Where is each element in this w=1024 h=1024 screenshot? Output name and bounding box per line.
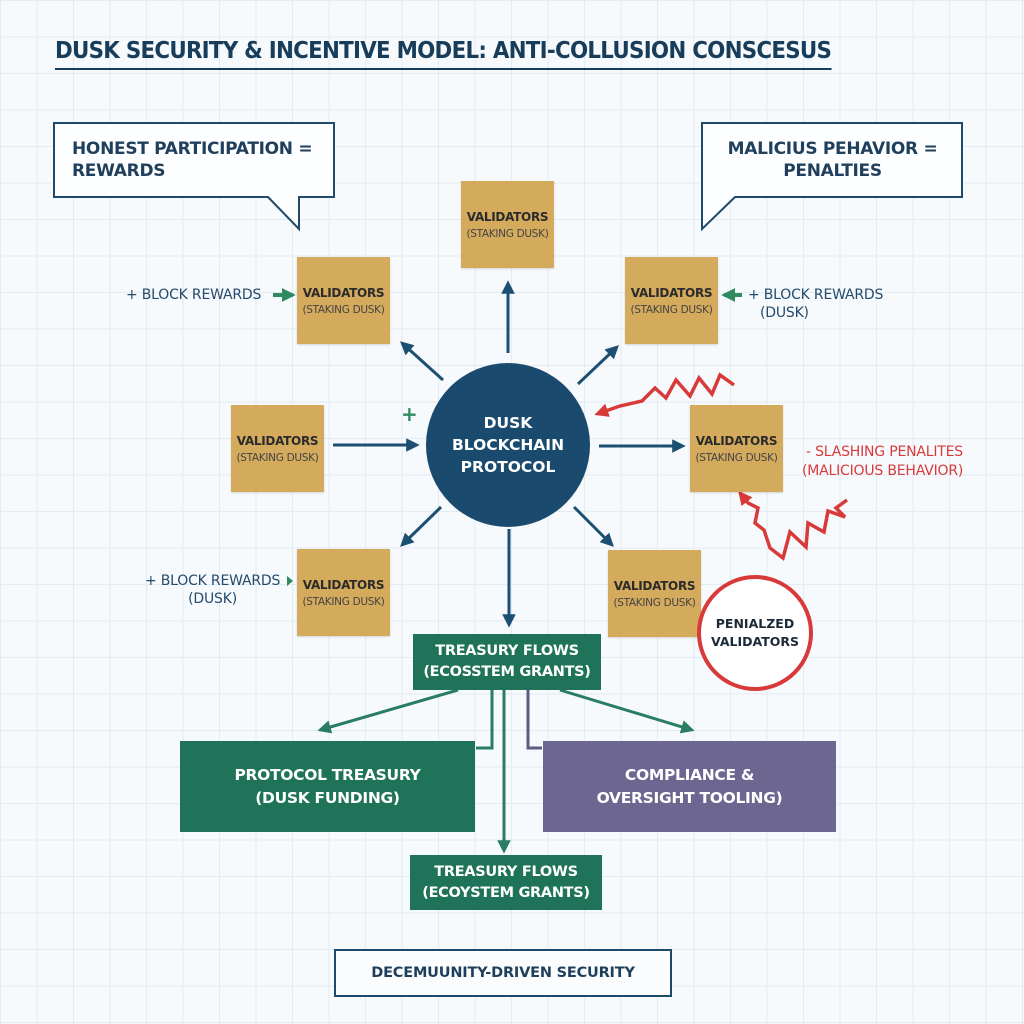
malicious-callout-line1: MALICIUS PEHAVIOR = [727,139,938,159]
reward-label-line2: (DUSK) [188,591,237,607]
penalized-line1: PENIALZED [715,616,795,631]
hub-line3: PROTOCOL [460,458,556,476]
connector-treasury-protocol-elbow [476,690,494,750]
footer-banner: DECEMUUNITY-DRIVEN SECURITY [334,949,672,997]
treasury-top-line1: TREASURY FLOWS [435,643,579,659]
treasury-top-line2: (ECOSSTEM GRANTS) [423,664,591,680]
arrow-treasury-to-protocol [317,688,459,734]
protocol-treasury-node[interactable]: PROTOCOL TREASURY (DUSK FUNDING) [180,741,475,832]
arrow-hub-to-lower-left [400,505,443,547]
validator-title: VALIDATORS [613,578,696,593]
honest-callout: HONEST PARTICIPATION = REWARDS [72,138,313,182]
reward-label-upper-left: + BLOCK REWARDS [126,287,262,303]
slashing-penalty-label: - SLASHING PENALITES (MALICIOUS BEHAVIOR… [802,443,963,481]
penalty-zigzag-to-validator [738,490,849,561]
slashing-line1: - SLASHING PENALITES [806,444,963,460]
malicious-callout: MALICIUS PEHAVIOR = PENALTIES [720,138,945,182]
validator-node-lower-left[interactable]: VALIDATORS (STAKING DUSK) [297,549,390,636]
validator-subtitle: (STAKING DUSK) [236,451,319,464]
arrow-hub-to-upper-right [576,345,619,386]
arrow-treasury-to-compliance [559,688,695,734]
plus-sign-icon: + [401,402,418,426]
validator-title: VALIDATORS [236,433,319,448]
reward-label-lower-left: + BLOCK REWARDS (DUSK) [145,572,280,608]
protocol-treasury-line1: PROTOCOL TREASURY [234,765,421,784]
validator-title: VALIDATORS [630,285,713,300]
compliance-oversight-node[interactable]: COMPLIANCE & OVERSIGHT TOOLING) [543,741,836,832]
malicious-callout-line2: PENALTIES [783,161,882,181]
reward-label-upper-right: + BLOCK REWARDS (DUSK) [748,286,883,322]
validator-title: VALIDATORS [466,209,549,224]
treasury-flows-node-bottom[interactable]: TREASURY FLOWS (ECOYSTEM GRANTS) [410,855,602,910]
arrow-hub-to-lower-right [572,505,614,547]
validator-subtitle: (STAKING DUSK) [613,596,696,609]
penalized-line2: VALIDATORS [711,634,799,649]
reward-label-line2: (DUSK) [760,305,809,321]
honest-callout-bubble [53,122,335,232]
treasury-flows-node-top[interactable]: TREASURY FLOWS (ECOSSTEM GRANTS) [413,634,601,690]
compliance-line2: OVERSIGHT TOOLING) [596,788,783,807]
penalty-zigzag-to-hub [594,372,736,417]
dusk-protocol-hub[interactable]: DUSK BLOCKCHAIN PROTOCOL [426,363,590,527]
connector-treasury-compliance-elbow [526,690,542,750]
slashing-line2: (MALICIOUS BEHAVIOR) [802,463,964,479]
protocol-treasury-line2: (DUSK FUNDING) [255,788,400,807]
hub-line1: DUSK [483,414,533,432]
treasury-bottom-line1: TREASURY FLOWS [434,863,578,880]
page-title: DUSK SECURITY & INCENTIVE MODEL: ANTI-CO… [55,36,832,70]
compliance-line1: COMPLIANCE & [624,765,755,784]
validator-title: VALIDATORS [302,285,385,300]
validator-node-top[interactable]: VALIDATORS (STAKING DUSK) [461,181,554,268]
validator-subtitle: (STAKING DUSK) [630,303,713,316]
treasury-bottom-line2: (ECOYSTEM GRANTS) [422,884,590,901]
validator-subtitle: (STAKING DUSK) [302,303,385,316]
validator-node-upper-right[interactable]: VALIDATORS (STAKING DUSK) [625,257,718,344]
reward-arrow-lower-left [287,576,293,586]
honest-callout-line2: REWARDS [72,161,166,181]
validator-node-right[interactable]: VALIDATORS (STAKING DUSK) [690,405,783,492]
validator-node-upper-left[interactable]: VALIDATORS (STAKING DUSK) [297,257,390,344]
malicious-callout-bubble [701,122,963,232]
validator-title: VALIDATORS [302,577,385,592]
validator-subtitle: (STAKING DUSK) [302,595,385,608]
validator-subtitle: (STAKING DUSK) [466,227,549,240]
hub-line2: BLOCKCHAIN [451,436,565,454]
penalized-validators-node[interactable]: PENIALZED VALIDATORS [697,575,813,691]
validator-node-left[interactable]: VALIDATORS (STAKING DUSK) [231,405,324,492]
arrow-hub-to-upper-left [399,341,445,382]
honest-callout-line1: HONEST PARTICIPATION = [72,139,313,159]
validator-title: VALIDATORS [695,433,778,448]
validator-node-lower-right[interactable]: VALIDATORS (STAKING DUSK) [608,550,701,637]
validator-subtitle: (STAKING DUSK) [695,451,778,464]
reward-label-line1: + BLOCK REWARDS [748,287,884,303]
reward-label-line1: + BLOCK REWARDS [145,573,281,589]
